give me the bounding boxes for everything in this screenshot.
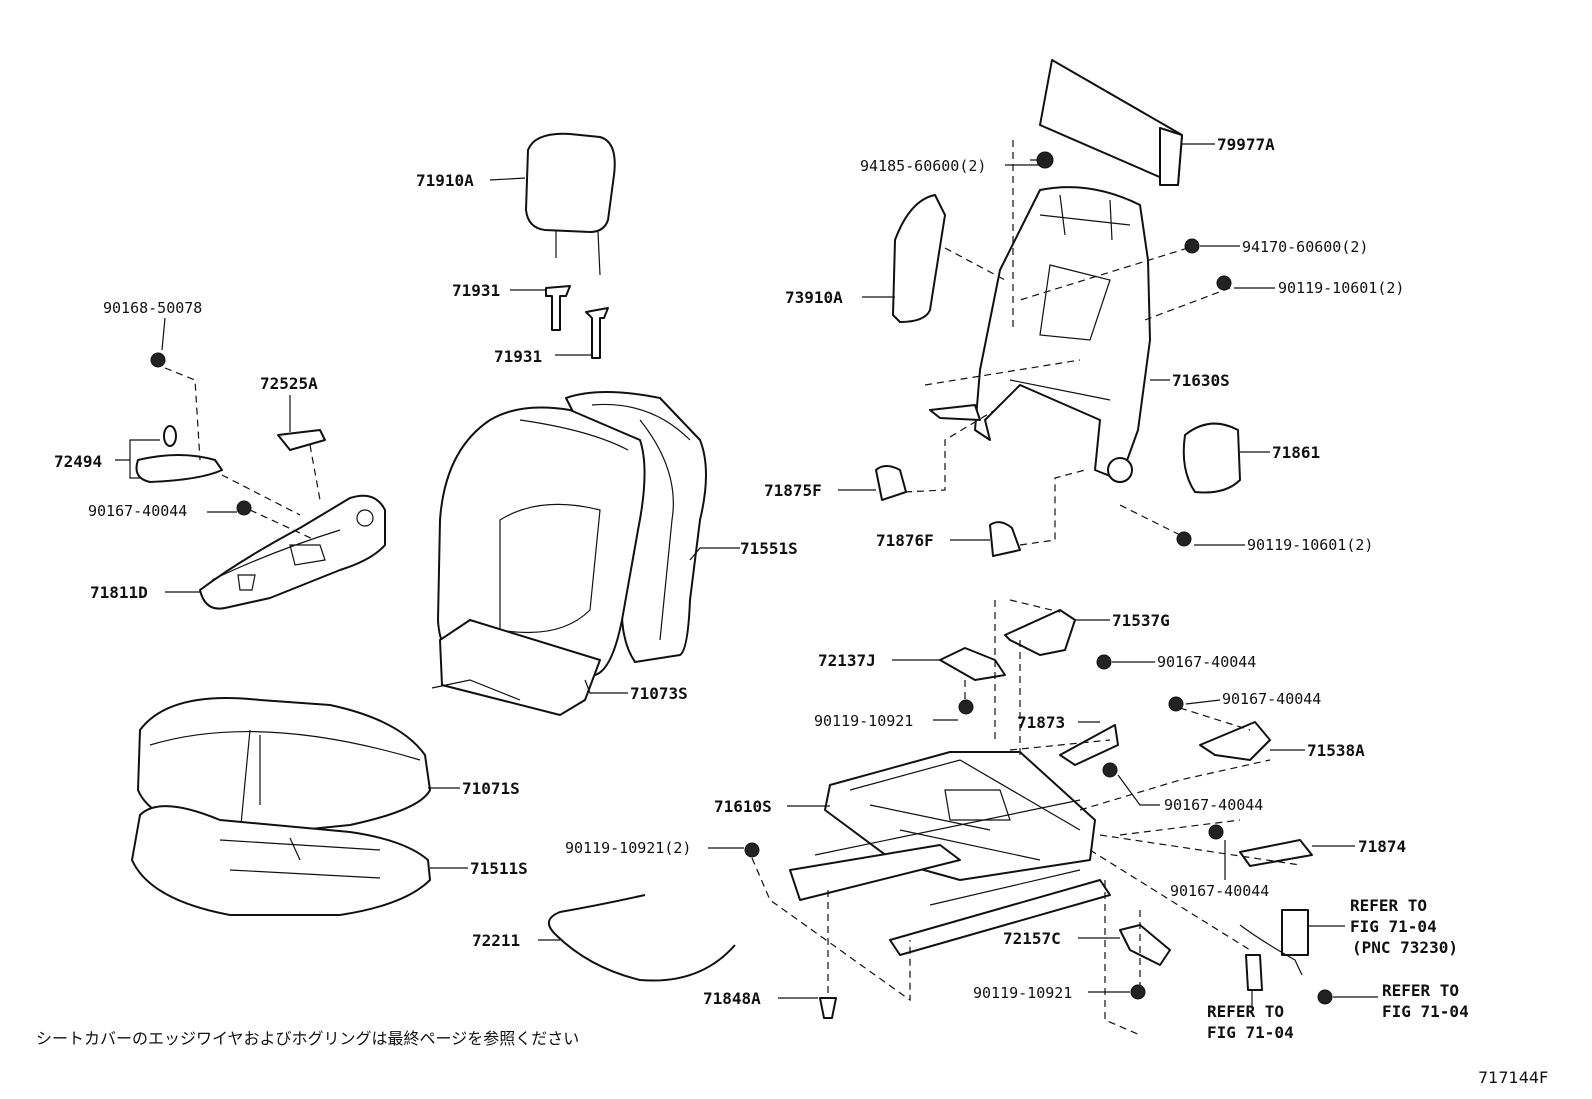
label-refer1-line2: FIG 71-04	[1350, 917, 1437, 936]
label-72157C: 72157C	[1003, 929, 1061, 948]
label-90167-40044-c: 90167-40044	[1164, 796, 1263, 814]
label-refer3-line2: FIG 71-04	[1207, 1023, 1294, 1042]
label-refer3-line1: REFER TO	[1207, 1002, 1284, 1021]
label-90167-40044-left: 90167-40044	[88, 502, 187, 520]
label-71910A: 71910A	[416, 171, 474, 190]
label-71511S: 71511S	[470, 859, 528, 878]
label-71875F: 71875F	[764, 481, 822, 500]
side-trim-part	[135, 425, 386, 610]
bracket-71873	[1059, 724, 1119, 766]
label-refer1-line3: (PNC 73230)	[1352, 938, 1458, 957]
seatback-frame-part	[929, 186, 1151, 483]
label-90168-50078: 90168-50078	[103, 299, 202, 317]
label-71848A: 71848A	[703, 989, 761, 1008]
label-71876F: 71876F	[876, 531, 934, 550]
label-94185-60600: 94185-60600(2)	[860, 157, 986, 175]
label-90167-40044-b: 90167-40044	[1222, 690, 1321, 708]
label-73910A: 73910A	[785, 288, 843, 307]
label-71874: 71874	[1358, 837, 1406, 856]
label-90119-10601-bottom: 90119-10601(2)	[1247, 536, 1373, 554]
label-72525A: 72525A	[260, 374, 318, 393]
bracket-72137J	[939, 647, 1006, 681]
seat-track-part	[789, 751, 1111, 956]
label-71537G: 71537G	[1112, 611, 1170, 630]
label-refer1-line1: REFER TO	[1350, 896, 1427, 915]
wire-72211	[548, 894, 736, 982]
label-71873: 71873	[1017, 713, 1065, 732]
bracket-71537G	[1004, 609, 1076, 656]
figure-id: 717144F	[1478, 1068, 1548, 1087]
leader-lines	[115, 143, 1378, 1008]
side-airbag-part	[892, 194, 946, 323]
headrest-part	[525, 132, 616, 276]
label-94170-60600: 94170-60600(2)	[1242, 238, 1368, 256]
label-90119-10921-b: 90119-10921	[973, 984, 1072, 1002]
assembly-lines	[164, 140, 1301, 1036]
fastener-icons	[150, 151, 1333, 1019]
seatbelt-buckle-part	[1239, 909, 1309, 991]
label-71071S: 71071S	[462, 779, 520, 798]
label-90119-10601-top: 90119-10601(2)	[1278, 279, 1404, 297]
label-90119-10921-2: 90119-10921(2)	[565, 839, 691, 857]
lumbar-panel-part	[1039, 59, 1183, 186]
label-71610S: 71610S	[714, 797, 772, 816]
label-refer2-line2: FIG 71-04	[1382, 1002, 1469, 1021]
label-90167-40044-d: 90167-40044	[1170, 882, 1269, 900]
recliner-knob-cover-part	[1182, 422, 1241, 494]
bracket-71538A	[1199, 721, 1271, 761]
bracket-71874	[1239, 839, 1313, 867]
label-71811D: 71811D	[90, 583, 148, 602]
label-71538A: 71538A	[1307, 741, 1365, 760]
headrest-support-part	[545, 285, 609, 359]
bracket-72157C	[1119, 924, 1171, 966]
label-71630S: 71630S	[1172, 371, 1230, 390]
label-90119-10921-a: 90119-10921	[814, 712, 913, 730]
label-71551S: 71551S	[740, 539, 798, 558]
clip-71875F	[875, 465, 907, 501]
label-71861: 71861	[1272, 443, 1320, 462]
label-72494: 72494	[54, 452, 102, 471]
label-72211: 72211	[472, 931, 520, 950]
seat-cushion-assembly	[131, 697, 431, 916]
label-71931-a: 71931	[452, 281, 500, 300]
label-72137J: 72137J	[818, 651, 876, 670]
label-71931-b: 71931	[494, 347, 542, 366]
label-refer2-line1: REFER TO	[1382, 981, 1459, 1000]
part-labels: 71910A 71931 71931 90168-50078 72525A 72…	[54, 135, 1469, 1042]
label-71073S: 71073S	[630, 684, 688, 703]
clip-71876F	[989, 521, 1021, 557]
label-79977A: 79977A	[1217, 135, 1275, 154]
label-90167-40044-a: 90167-40044	[1157, 653, 1256, 671]
footer-note: シートカバーのエッジワイヤおよびホグリングは最終ページを参照ください	[36, 1029, 579, 1048]
seatback-assembly	[431, 391, 707, 716]
